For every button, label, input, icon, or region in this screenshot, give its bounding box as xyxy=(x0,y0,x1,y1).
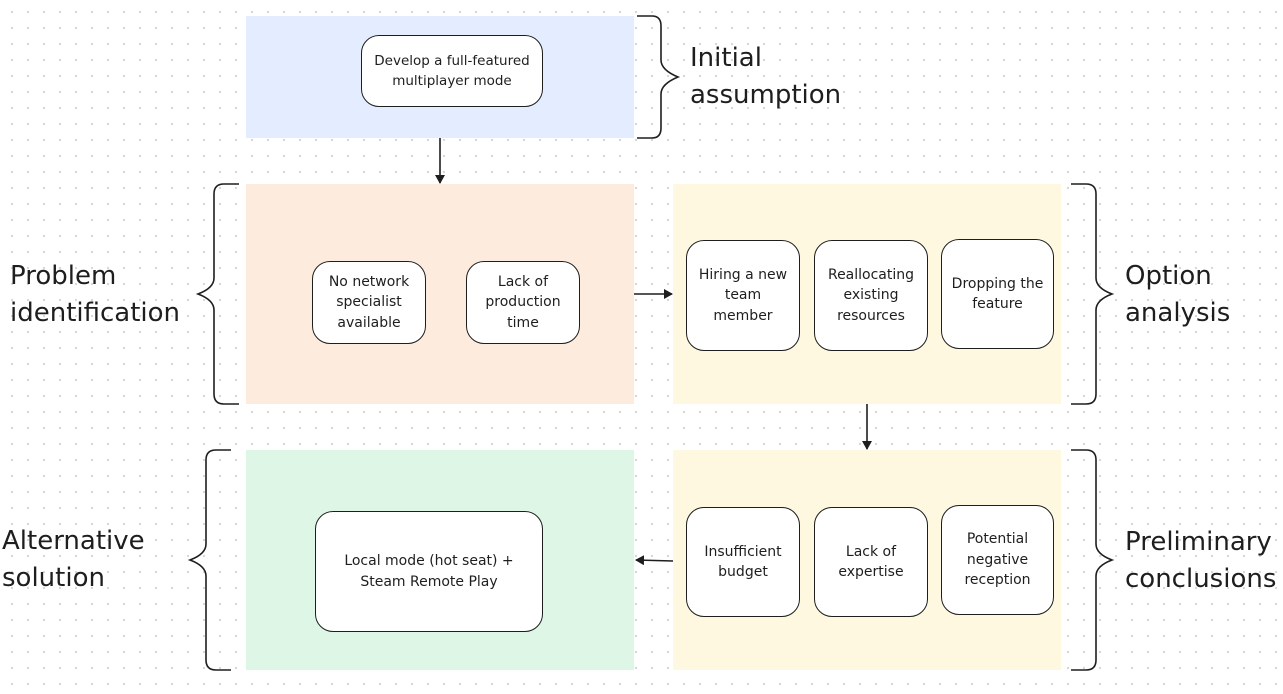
label-initial-assumption: Initial assumption xyxy=(690,43,842,110)
alternative-solution-brace xyxy=(187,449,231,671)
node-insufficient-budget[interactable]: Insufficient budget xyxy=(686,507,800,617)
label-alternative-solution: Alternative solution xyxy=(2,526,145,593)
node-develop-multiplayer[interactable]: Develop a full-featured multiplayer mode xyxy=(361,35,543,107)
arrow-conclusions-to-solution xyxy=(635,555,674,566)
node-lack-of-production-time[interactable]: Lack of production time xyxy=(466,261,580,344)
node-potential-negative-reception[interactable]: Potential negative reception xyxy=(941,505,1054,615)
problem-identification-brace xyxy=(195,183,239,405)
label-option-analysis: Option analysis xyxy=(1125,261,1231,328)
node-reallocating-resources[interactable]: Reallocating existing resources xyxy=(814,240,928,351)
initial-assumption-brace xyxy=(637,15,681,139)
option-analysis-brace xyxy=(1071,183,1115,405)
preliminary-conclusions-brace xyxy=(1071,449,1115,671)
node-hiring-new-team-member[interactable]: Hiring a new team member xyxy=(686,240,800,351)
node-dropping-the-feature[interactable]: Dropping the feature xyxy=(941,239,1054,349)
label-preliminary-conclusions: Preliminary conclusions xyxy=(1125,527,1277,594)
label-problem-identification: Problem identification xyxy=(10,261,181,328)
node-no-network-specialist[interactable]: No network specialist available xyxy=(312,261,426,344)
node-lack-of-expertise[interactable]: Lack of expertise xyxy=(814,507,928,617)
node-local-mode-remote-play[interactable]: Local mode (hot seat) + Steam Remote Pla… xyxy=(315,511,543,632)
